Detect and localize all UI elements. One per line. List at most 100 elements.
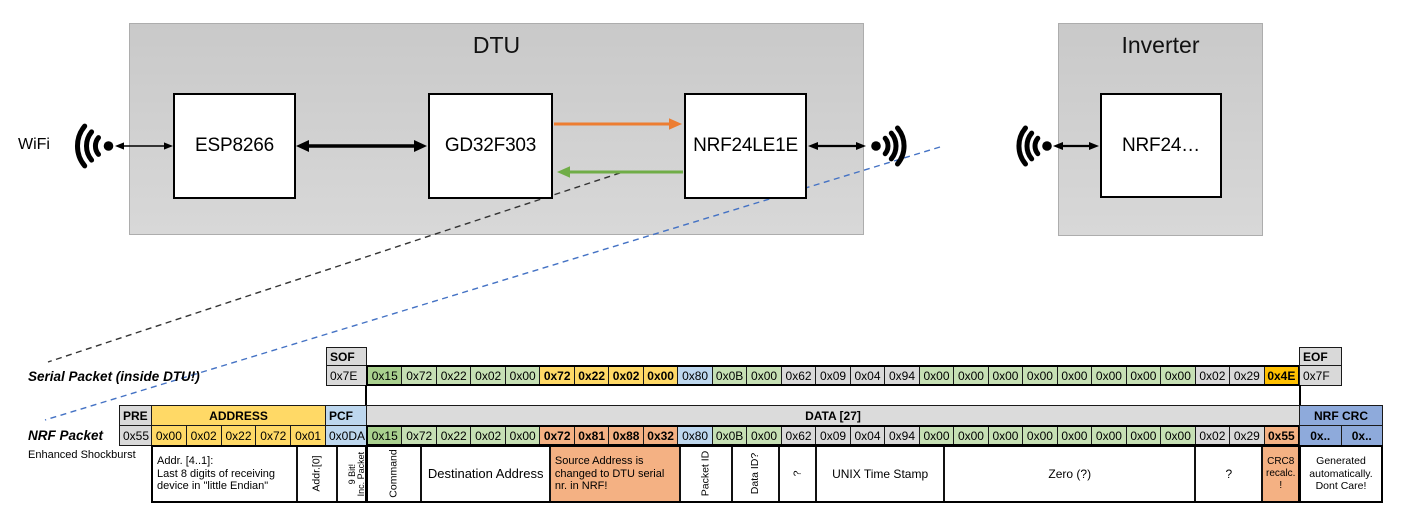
nrf-byte-cell: 0x00 xyxy=(953,427,988,444)
dtu-antenna-icon xyxy=(871,125,907,167)
annotation-cell: Destination Address xyxy=(420,447,548,501)
address-byte-cell: 0x22 xyxy=(220,426,256,445)
annotation-cell: Data ID? xyxy=(730,447,778,501)
annotation-crc-note: Generated automatically. Dont Care! xyxy=(1299,445,1383,503)
serial-byte-cell: 0x62 xyxy=(780,367,816,384)
address-byte-cell: 0x00 xyxy=(152,426,186,445)
inverter-antenna-icon xyxy=(1016,125,1052,167)
nrf-byte-cell: 0x0B xyxy=(711,427,747,444)
nrf-byte-cell: 0x94 xyxy=(884,427,919,444)
nrf-byte-cell: 0x04 xyxy=(849,427,885,444)
serial-byte-cell: 0x22 xyxy=(435,367,471,384)
annotation-cell: ? xyxy=(778,447,815,501)
nrf-byte-cell: 0x80 xyxy=(677,427,712,444)
serial-byte-cell: 0x09 xyxy=(815,367,850,384)
data-header: DATA [27] xyxy=(366,405,1300,426)
nrf-byte-cell: 0x29 xyxy=(1229,427,1264,444)
enhanced-shockburst-label: Enhanced Shockburst xyxy=(28,449,136,461)
nrf-byte-cell: 0x72 xyxy=(539,427,574,444)
esp8266-box: ESP8266 xyxy=(173,93,296,199)
pcf-header: PCF xyxy=(325,405,367,426)
left-connector-line xyxy=(364,385,367,406)
nrf-gd32-green-arrow xyxy=(557,166,683,178)
nrf-byte-cell: 0x81 xyxy=(573,427,609,444)
serial-byte-cell: 0x00 xyxy=(918,367,954,384)
eof-value: 0x7F xyxy=(1299,365,1342,386)
crc-byte-cell: 0x.. xyxy=(1300,426,1341,445)
serial-byte-cell: 0x00 xyxy=(1125,367,1161,384)
serial-byte-cell: 0x00 xyxy=(504,367,540,384)
nrf-byte-cell: 0x02 xyxy=(1194,427,1230,444)
serial-byte-cell: 0x72 xyxy=(539,367,574,384)
dtu-title: DTU xyxy=(472,31,521,58)
inverter-nrf24-box: NRF24… xyxy=(1100,93,1222,198)
address-byte-cell: 0x02 xyxy=(185,426,221,445)
serial-byte-cell: 0x00 xyxy=(746,367,781,384)
serial-byte-cell: 0x02 xyxy=(1194,367,1230,384)
annotation-cell: Packet ID xyxy=(679,447,731,501)
serial-byte-cell: 0x02 xyxy=(608,367,643,384)
nrf-byte-cell: 0x00 xyxy=(1160,427,1195,444)
serial-byte-cell: 0x0B xyxy=(711,367,747,384)
nrf-antenna-arrow xyxy=(808,142,866,150)
wifi-icon xyxy=(74,123,114,169)
nrf-byte-cell: 0x00 xyxy=(746,427,781,444)
annotation-cell: ? xyxy=(1194,447,1261,501)
sof-value: 0x7E xyxy=(326,365,367,386)
address-byte-cell: 0x72 xyxy=(255,426,291,445)
nrf-byte-cell: 0x22 xyxy=(435,427,471,444)
nrf-packet-label: NRF Packet xyxy=(28,428,104,443)
annotation-cell: Addr.[0] xyxy=(296,447,336,501)
nrf-byte-cell: 0x55 xyxy=(1263,427,1299,444)
serial-byte-cell: 0x04 xyxy=(849,367,885,384)
serial-byte-cell: 0x4E xyxy=(1263,367,1299,384)
serial-byte-cell: 0x00 xyxy=(987,367,1023,384)
serial-byte-cell: 0x00 xyxy=(1091,367,1126,384)
serial-byte-cell: 0x00 xyxy=(1056,367,1092,384)
nrf-crc-header: NRF CRC xyxy=(1299,405,1383,426)
nrf-byte-cell: 0x00 xyxy=(987,427,1023,444)
nrf-byte-cell: 0x32 xyxy=(642,427,678,444)
address-header: ADDRESS xyxy=(151,405,326,426)
nrf-byte-cell: 0x62 xyxy=(780,427,816,444)
annotation-cell: Addr. [4..1]: Last 8 digits of receiving… xyxy=(157,454,276,493)
nrf-byte-cell: 0x02 xyxy=(470,427,505,444)
pre-value: 0x55 xyxy=(119,425,152,446)
nrf-byte-cell: 0x00 xyxy=(1125,427,1161,444)
nrf-byte-cell: 0x15 xyxy=(368,427,402,444)
annotation-cell: CRC8 recalc. ! xyxy=(1261,447,1299,501)
wifi-label: WiFi xyxy=(18,136,50,153)
gd32f303-box: GD32F303 xyxy=(428,93,553,199)
annotation-cell: UNIX Time Stamp xyxy=(814,447,943,501)
nrf-byte-cell: 0x00 xyxy=(918,427,954,444)
annotation-cell: Zero (?) xyxy=(943,447,1194,501)
nrf-byte-cell: 0x00 xyxy=(1091,427,1126,444)
inverter-title: Inverter xyxy=(1121,31,1200,58)
annotation-cell: Command xyxy=(387,449,400,499)
address-byte-cell: 0x01 xyxy=(290,426,325,445)
serial-byte-cell: 0x72 xyxy=(401,367,436,384)
serial-byte-cell: 0x00 xyxy=(953,367,988,384)
serial-byte-cell: 0x15 xyxy=(368,367,402,384)
serial-byte-cell: 0x00 xyxy=(1160,367,1195,384)
right-connector-line xyxy=(1298,385,1301,406)
eof-header: EOF xyxy=(1299,347,1342,366)
annotation-cell: Generated automatically. Dont Care! xyxy=(1309,455,1373,493)
serial-byte-cell: 0x80 xyxy=(677,367,712,384)
crc-byte-cell: 0x.. xyxy=(1340,426,1382,445)
nrf-byte-cell: 0x00 xyxy=(1022,427,1057,444)
nrf-byte-cell: 0x72 xyxy=(401,427,436,444)
nrf-byte-cell: 0x09 xyxy=(815,427,850,444)
nrf-byte-cell: 0x88 xyxy=(608,427,643,444)
serial-byte-cell: 0x29 xyxy=(1229,367,1264,384)
pcf-value: 0x0DA xyxy=(325,425,367,446)
annotation-cell: Source Address is changed to DTU serial … xyxy=(548,447,680,501)
nrf-byte-cell: 0x00 xyxy=(1056,427,1092,444)
annotation-left-group: Addr. [4..1]: Last 8 digits of receiving… xyxy=(151,445,376,503)
nrf-byte-cell: 0x00 xyxy=(504,427,540,444)
